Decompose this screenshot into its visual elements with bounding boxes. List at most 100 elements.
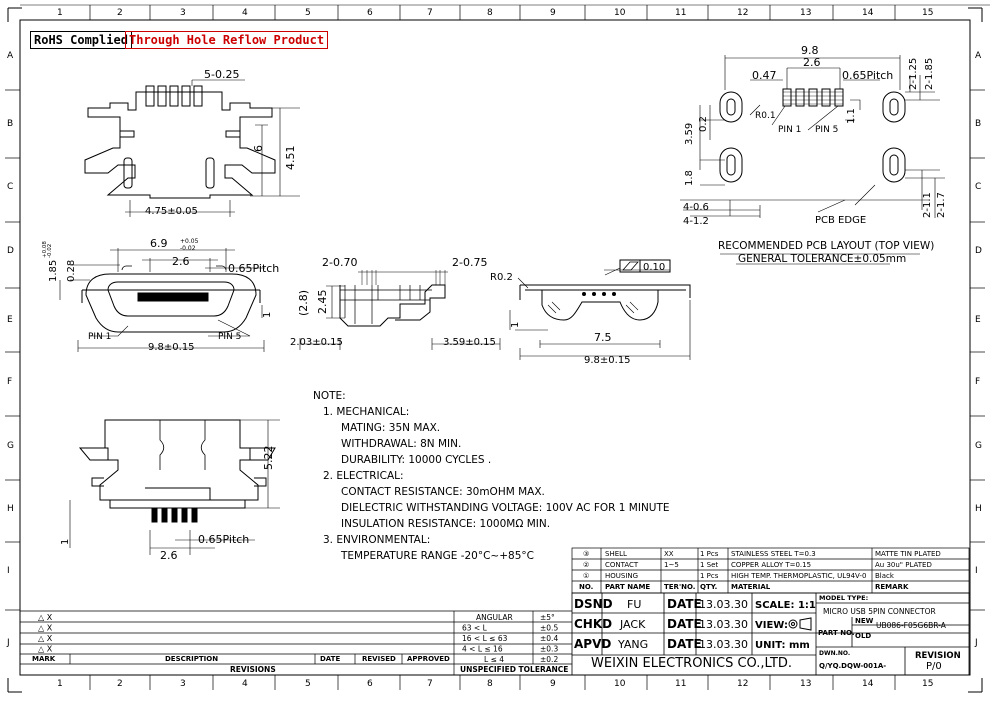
bom-cell: ③: [583, 550, 589, 558]
side-right-label: 3.59±0.15: [443, 337, 496, 348]
pcb-r1-label: 2-1.25: [908, 58, 919, 90]
bom-cell: 1 Set: [700, 561, 718, 569]
bom-cell: Au 30u" PLATED: [875, 561, 932, 569]
top-pitch-label: 5-0.25: [204, 68, 239, 81]
revisions-footer: REVISIONS: [230, 665, 276, 674]
note-line: TEMPERATURE RANGE -20°C~+85°C: [341, 550, 534, 562]
apvd-label: APVD: [574, 637, 611, 651]
dwn-no-value: Q/YQ.DQW-001A-: [819, 662, 886, 670]
dsnd-label: DSND: [574, 597, 613, 611]
side-d1-label: 2-0.70: [322, 256, 357, 269]
tolerance-table: [454, 610, 572, 665]
pcb-caption: RECOMMENDED PCB LAYOUT (TOP VIEW): [718, 240, 935, 252]
top-view: [84, 79, 300, 217]
date-value-2: 13.03.30: [699, 618, 748, 631]
column-ticks: [89, 5, 896, 690]
note-line: DURABILITY: 10000 CYCLES .: [341, 454, 492, 466]
notes-block: NOTE: 1. MECHANICAL: MATING: 35N MAX. WI…: [313, 388, 670, 564]
end-flatness-label: 0.10: [643, 262, 665, 273]
tolerance-value: ±5°: [540, 613, 555, 622]
column-label: 1: [57, 8, 63, 18]
revision-marks: △ X△ X△ X△ X: [38, 613, 53, 654]
view-label: VIEW:: [755, 620, 788, 631]
row-label: I: [975, 566, 978, 576]
column-label: 1: [57, 679, 63, 689]
revision-header-cell: APPROVED: [407, 655, 450, 663]
revision-mark: △ X: [38, 624, 53, 633]
note-line: 1. MECHANICAL:: [323, 406, 410, 418]
pcb-v2-label: 0.2: [698, 116, 709, 132]
revision-header-cell: REVISED: [362, 655, 396, 663]
front-width-top-tol-plus: +0.05: [180, 238, 199, 245]
row-label: A: [975, 51, 982, 61]
date-label-2: DATE: [667, 617, 702, 631]
bom-cell: ①: [583, 572, 589, 580]
row-label: I: [7, 566, 10, 576]
tolerance-value: ±0.4: [540, 634, 558, 643]
note-line: INSULATION RESISTANCE: 1000MΩ MIN.: [341, 518, 551, 530]
bottom-h-label: 5.22: [262, 446, 275, 471]
company-name: WEIXIN ELECTRONICS CO.,LTD.: [591, 656, 792, 671]
dsnd-name: FU: [627, 598, 641, 611]
column-label: 4: [242, 8, 248, 18]
bom-cell: XX: [664, 550, 674, 558]
row-label: H: [7, 504, 14, 514]
bom-header-cell: REMARK: [875, 583, 909, 591]
row-ticks: [5, 89, 985, 611]
column-label: 11: [675, 8, 686, 18]
row-label: D: [7, 246, 14, 256]
revision-mark: △ X: [38, 613, 53, 622]
row-label: A: [7, 51, 14, 61]
side-d2-label: 2-0.75: [452, 256, 487, 269]
note-line: DIELECTRIC WITHSTANDING VOLTAGE: 100V AC…: [341, 502, 670, 514]
bottom-span-label: 2.6: [160, 549, 178, 562]
tolerance-value: ±0.2: [540, 655, 558, 664]
column-label: 12: [737, 8, 748, 18]
bom-cell: 1 Pcs: [700, 550, 719, 558]
part-new-label: NEW: [855, 617, 874, 625]
row-label: F: [975, 377, 980, 387]
column-label: 2: [117, 679, 123, 689]
front-pin5-label: PIN 5: [218, 332, 241, 342]
bottom-pitch-label: 0.65Pitch: [198, 533, 249, 546]
pcb-w2-label: 2.6: [803, 56, 821, 69]
date-label-1: DATE: [667, 597, 702, 611]
front-h-small-label: 0.28: [66, 260, 77, 282]
part-no-value: UB086-F05G6BR-A: [876, 621, 947, 630]
revision-header-cell: DATE: [320, 655, 340, 663]
projection-symbol-icon: [788, 617, 812, 631]
date-value-1: 13.03.30: [699, 598, 748, 611]
row-label: J: [974, 638, 978, 648]
revision-mark: △ X: [38, 645, 53, 654]
column-label: 4: [242, 679, 248, 689]
row-label: G: [975, 441, 982, 451]
row-label: J: [6, 638, 10, 648]
top-h1-label: 4.51: [284, 146, 297, 171]
pcb-v1-label: 3.59: [684, 123, 695, 145]
column-label: 15: [922, 8, 933, 18]
part-old-label: OLD: [855, 632, 871, 640]
pcb-layout: [680, 55, 945, 265]
front-view: [59, 248, 265, 352]
column-label: 12: [737, 679, 748, 689]
column-label: 13: [800, 679, 811, 689]
pcb-r2-label: 2-1.85: [924, 58, 935, 90]
corner-marks: [7, 7, 983, 693]
bom-cell: COPPER ALLOY T=0.15: [731, 561, 811, 569]
side-left-label: 2.03±0.15: [290, 337, 343, 348]
bom-header-cell: TER'NO.: [664, 583, 695, 591]
pcb-w-label: 9.8: [801, 44, 819, 57]
column-label: 7: [427, 8, 433, 18]
front-pitch-label: 0.65Pitch: [228, 262, 279, 275]
row-label: E: [7, 315, 13, 325]
bom-header-cell: MATERIAL: [731, 583, 771, 591]
pcb-h2-label: 4-1.2: [683, 216, 709, 227]
title-block: [571, 592, 970, 676]
tolerance-value: ±0.5: [540, 624, 558, 633]
reflow-badge: Through Hole Reflow Product: [125, 31, 329, 49]
column-label: 9: [550, 679, 556, 689]
row-label: C: [7, 182, 13, 192]
scale-label: SCALE: 1:1: [755, 600, 816, 611]
